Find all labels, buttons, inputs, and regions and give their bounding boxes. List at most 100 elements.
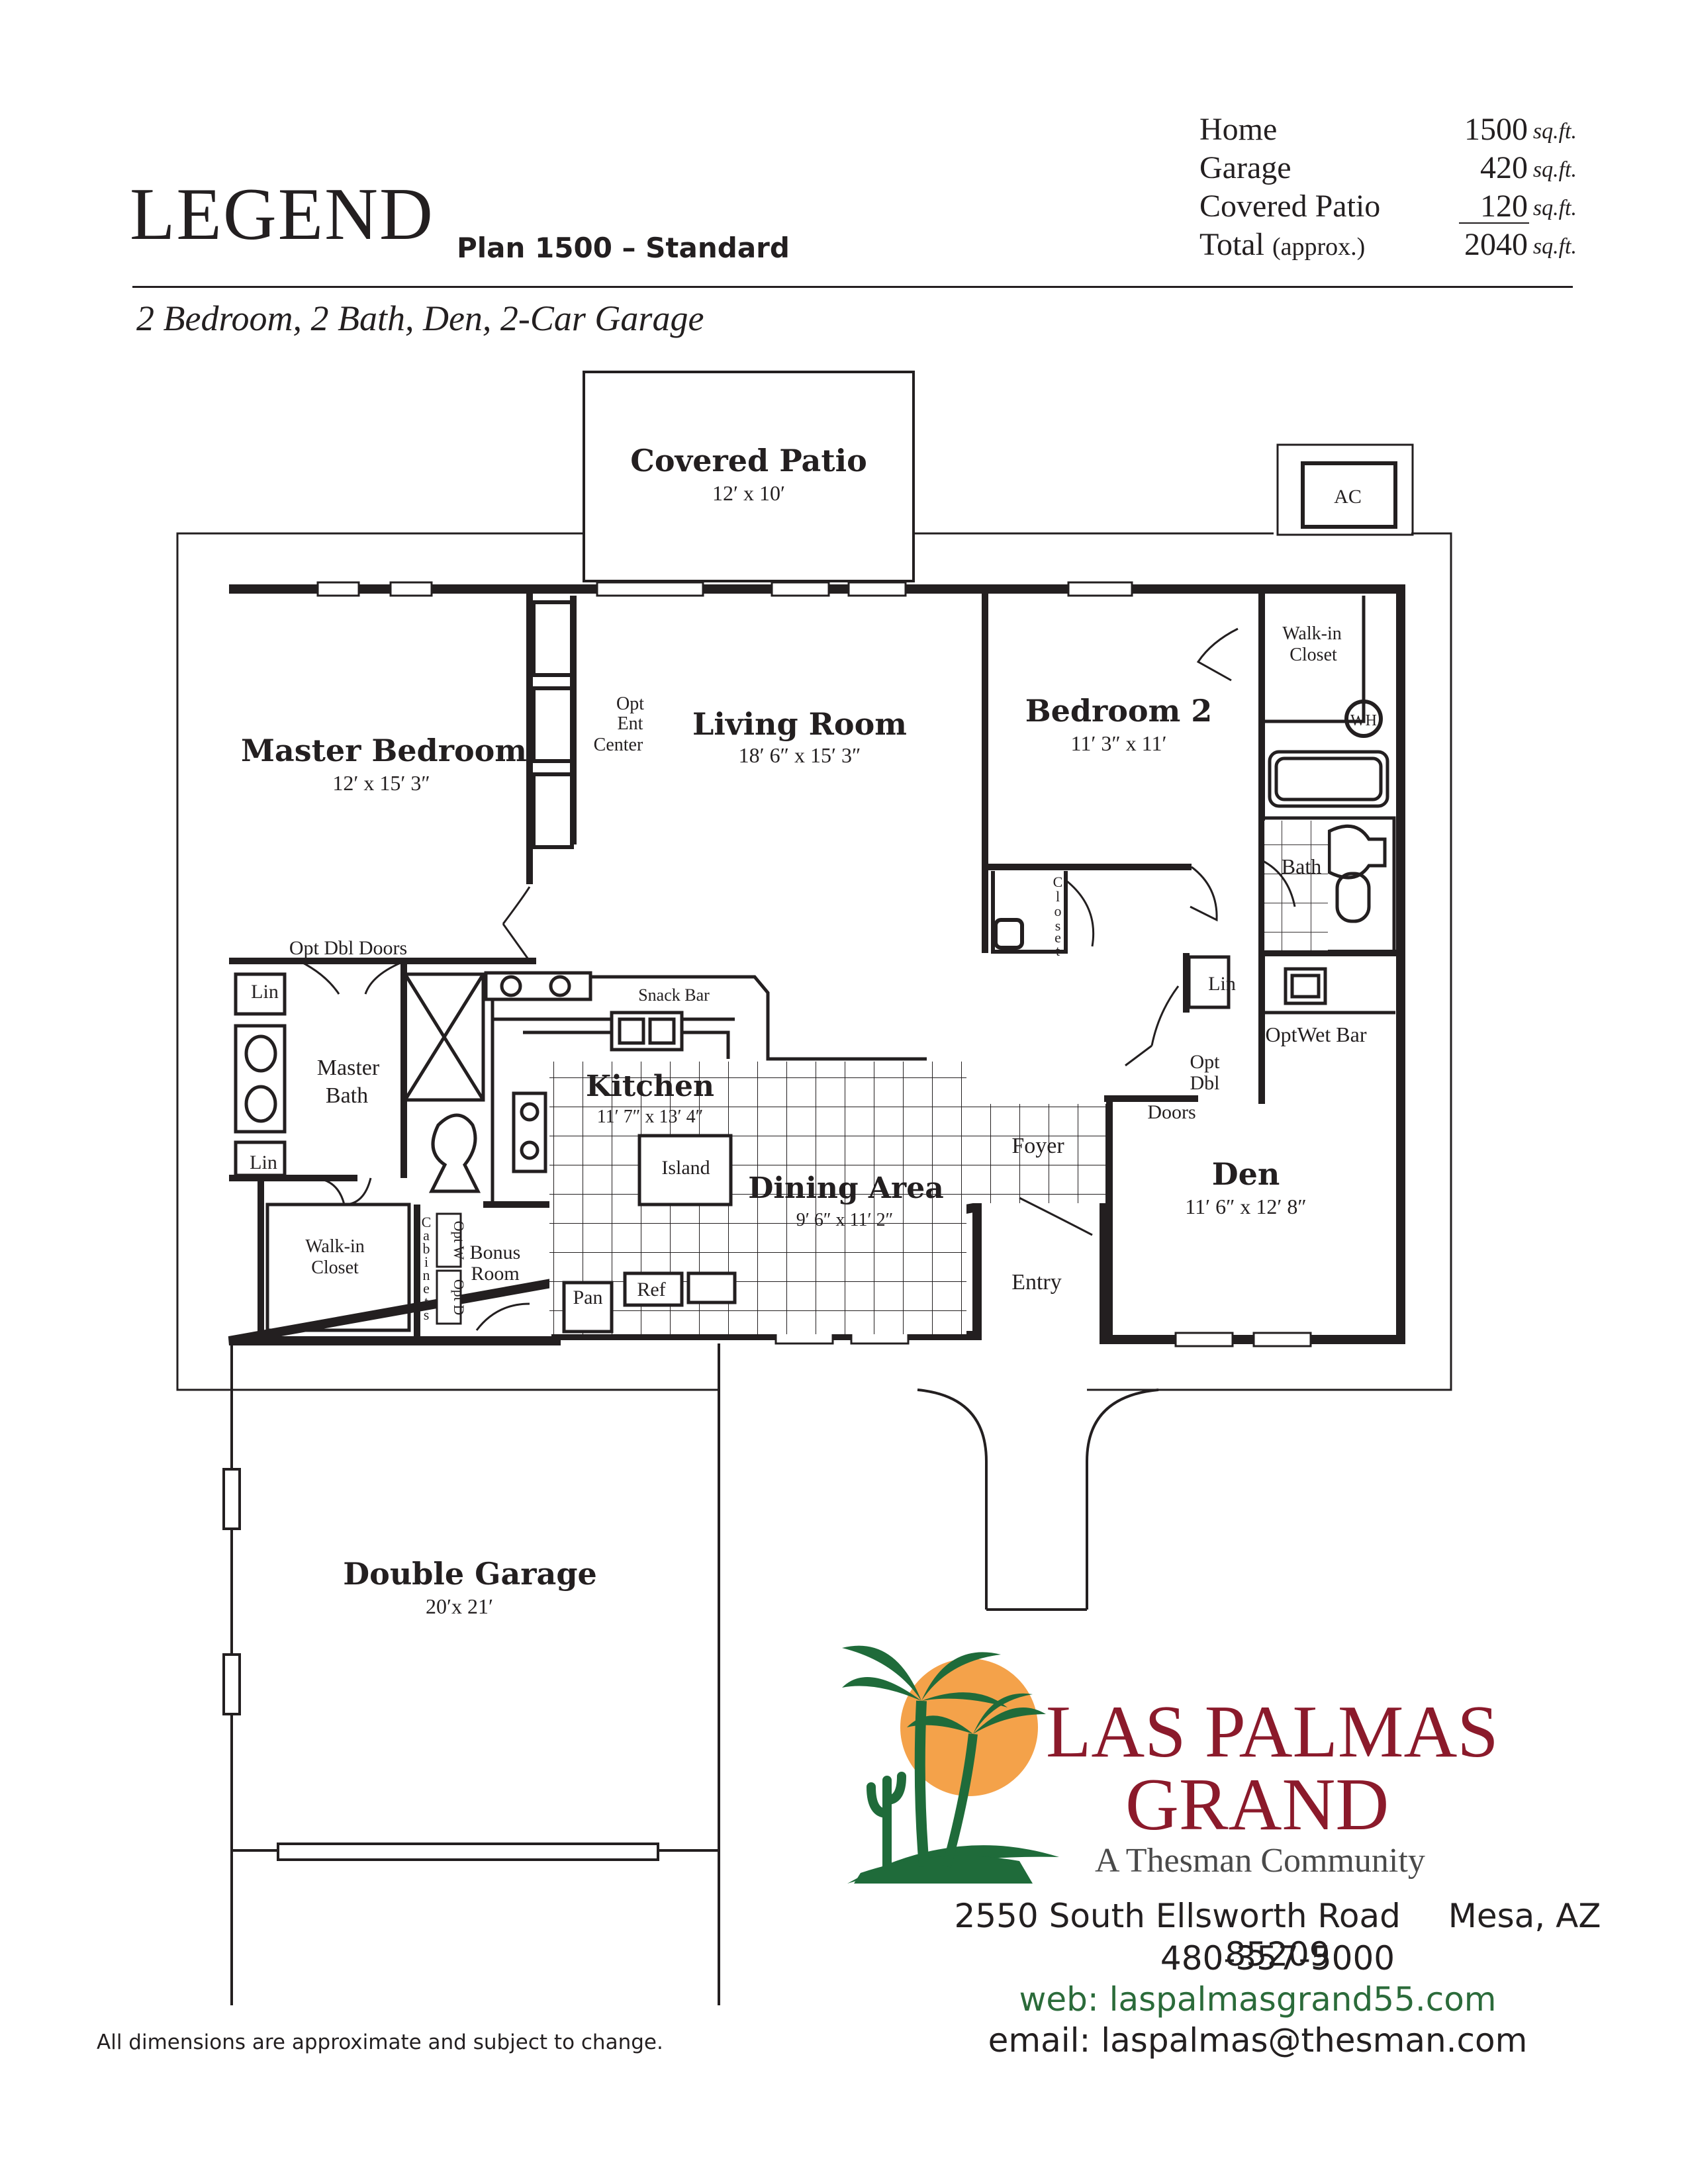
area-home: Home 1500 sq.ft. [1199,111,1577,150]
bed2-closet-label-2: Closet [1289,645,1337,665]
palm-logo-icon [842,1645,1059,1884]
cabinet-letter: C [422,1214,432,1230]
living-room-label: Living Room [692,706,907,742]
kitchen-dining-tile [549,1062,966,1334]
area-unit: sq.ft. [1532,158,1577,182]
bonus-room-label-1: Bonus [470,1242,521,1263]
logo-line2: GRAND [1125,1764,1389,1846]
master-bath-fixtures [234,972,485,1332]
master-bedroom-dim: 12′ x 15′ 3″ [332,771,430,795]
area-value: 120 [1480,189,1528,224]
ref-label: Ref [637,1279,665,1300]
windows-top [316,581,1312,1347]
contact-phone: 480-357-5000 [1160,1939,1395,1978]
closet-letter: e [1055,929,1061,946]
closet-letter: C [1053,874,1063,890]
lin-label: Lin [250,1152,277,1173]
double-garage-label: Double Garage [343,1556,597,1592]
header-rule [132,286,1573,288]
bedroom2-label: Bedroom 2 [1025,693,1213,729]
opt-dbl-doors-den-label-2: Dbl [1190,1072,1220,1094]
area-label: Covered Patio [1199,189,1381,224]
opt-w-box [436,1212,462,1268]
opt-ent-label-2: Ent [618,713,643,734]
cabinets-vertical-label: C a b i n e t s [422,1214,432,1323]
dining-area-dim: 9′ 6″ x 11′ 2″ [796,1210,894,1230]
contact-city: Mesa, AZ 85209 [1225,1897,1601,1974]
kitchen-fixtures [484,971,927,1334]
master-bedroom-label: Master Bedroom [241,733,527,768]
closet-letter: l [1056,888,1060,905]
master-closet-label-2: Closet [311,1257,359,1278]
bath-label: Bath [1282,854,1321,878]
area-label: Garage [1199,150,1291,185]
bedroom2-dim: 11′ 3″ x 11′ [1071,731,1167,755]
lin-label: Lin [1208,973,1236,995]
wh-label: WH [1350,712,1377,729]
snack-bar-label: Snack Bar [638,985,710,1005]
entry-walk [917,1388,1159,1611]
foyer-tile [966,1104,1105,1203]
area-garage: Garage 420 sq.ft. [1199,150,1577,188]
cabinet-letter: i [424,1253,428,1270]
contact-web-link[interactable]: web: laspalmasgrand55.com [1019,1980,1497,2019]
area-unit: sq.ft. [1532,119,1577,144]
opt-wet-bar-label: OptWet Bar [1266,1023,1367,1046]
total-note: (approx.) [1272,233,1366,261]
opt-dbl-doors-den-label-3: Doors [1147,1101,1196,1123]
bed2-closet-label-1: Walk-in [1282,623,1342,644]
area-total: Total (approx.) 2040 sq.ft. [1199,226,1577,265]
door-swings [299,627,1296,1331]
ac-pad-outline [1276,443,1414,536]
closet-letter: t [1056,942,1060,959]
double-garage-dim: 20′x 21′ [426,1594,493,1618]
plan-subtitle: 2 Bedroom, 2 Bath, Den, 2-Car Garage [136,298,704,338]
master-closet-label-1: Walk-in [305,1236,365,1257]
lin-label: Lin [251,981,279,1003]
contact-address: 2550 South Ellsworth Road [954,1897,1401,1935]
bonus-room-label-2: Room [471,1263,519,1285]
area-label: Total (approx.) [1199,226,1365,263]
lot-outline [176,532,1452,1391]
bed2-closet [1262,596,1396,953]
opt-dbl-doors-master-label: Opt Dbl Doors [289,937,407,959]
den-dim: 11′ 6″ x 12′ 8″ [1185,1195,1306,1218]
legend-title: LEGEND [130,173,434,255]
kitchen-label: Kitchen [586,1069,714,1103]
bath2-tile [1264,821,1328,950]
closet-letter: o [1055,903,1062,919]
logo-line1: LAS PALMAS [1046,1691,1499,1773]
den-label: Den [1212,1156,1280,1192]
opt-d-box [436,1269,462,1325]
contact-email-link[interactable]: email: laspalmas@thesman.com [988,2021,1528,2060]
opt-ent-label-1: Opt [616,694,644,714]
area-value: 2040 [1464,227,1528,262]
disclaimer: All dimensions are approximate and subje… [97,2030,663,2054]
opt-dbl-doors-den-label-1: Opt [1190,1051,1221,1073]
cabinet-letter: a [423,1227,430,1244]
entry-label: Entry [1011,1270,1062,1295]
plan-name: Plan 1500 – Standard [457,232,790,264]
cabinet-letter: n [423,1267,430,1283]
opt-d-label: Opt D [451,1279,467,1315]
contact-address-line: 2550 South Ellsworth Road Mesa, AZ 85209 [927,1897,1628,1974]
master-bath-label-2: Bath [326,1083,368,1108]
area-patio: Covered Patio 120 sq.ft. [1199,188,1577,226]
foyer-label: Foyer [1011,1134,1064,1158]
closet-letter: s [1055,917,1061,934]
area-value: 420 [1480,150,1528,185]
covered-patio-dim: 12′ x 10′ [712,481,785,505]
closet-vertical-label: C l o s e t [1053,874,1063,959]
area-label: Home [1199,112,1278,147]
total-label: Total [1199,227,1264,262]
area-value: 1500 [1464,112,1528,147]
opt-ent-label-3: Center [594,735,643,755]
den-fixtures [1106,955,1395,1337]
opt-w-label: Opt W [451,1221,467,1260]
garage [222,1343,720,2005]
bed2-small-closet [991,871,1068,954]
area-unit: sq.ft. [1532,234,1577,259]
master-bath-label-1: Master [317,1056,380,1080]
ac-unit [1301,461,1397,529]
